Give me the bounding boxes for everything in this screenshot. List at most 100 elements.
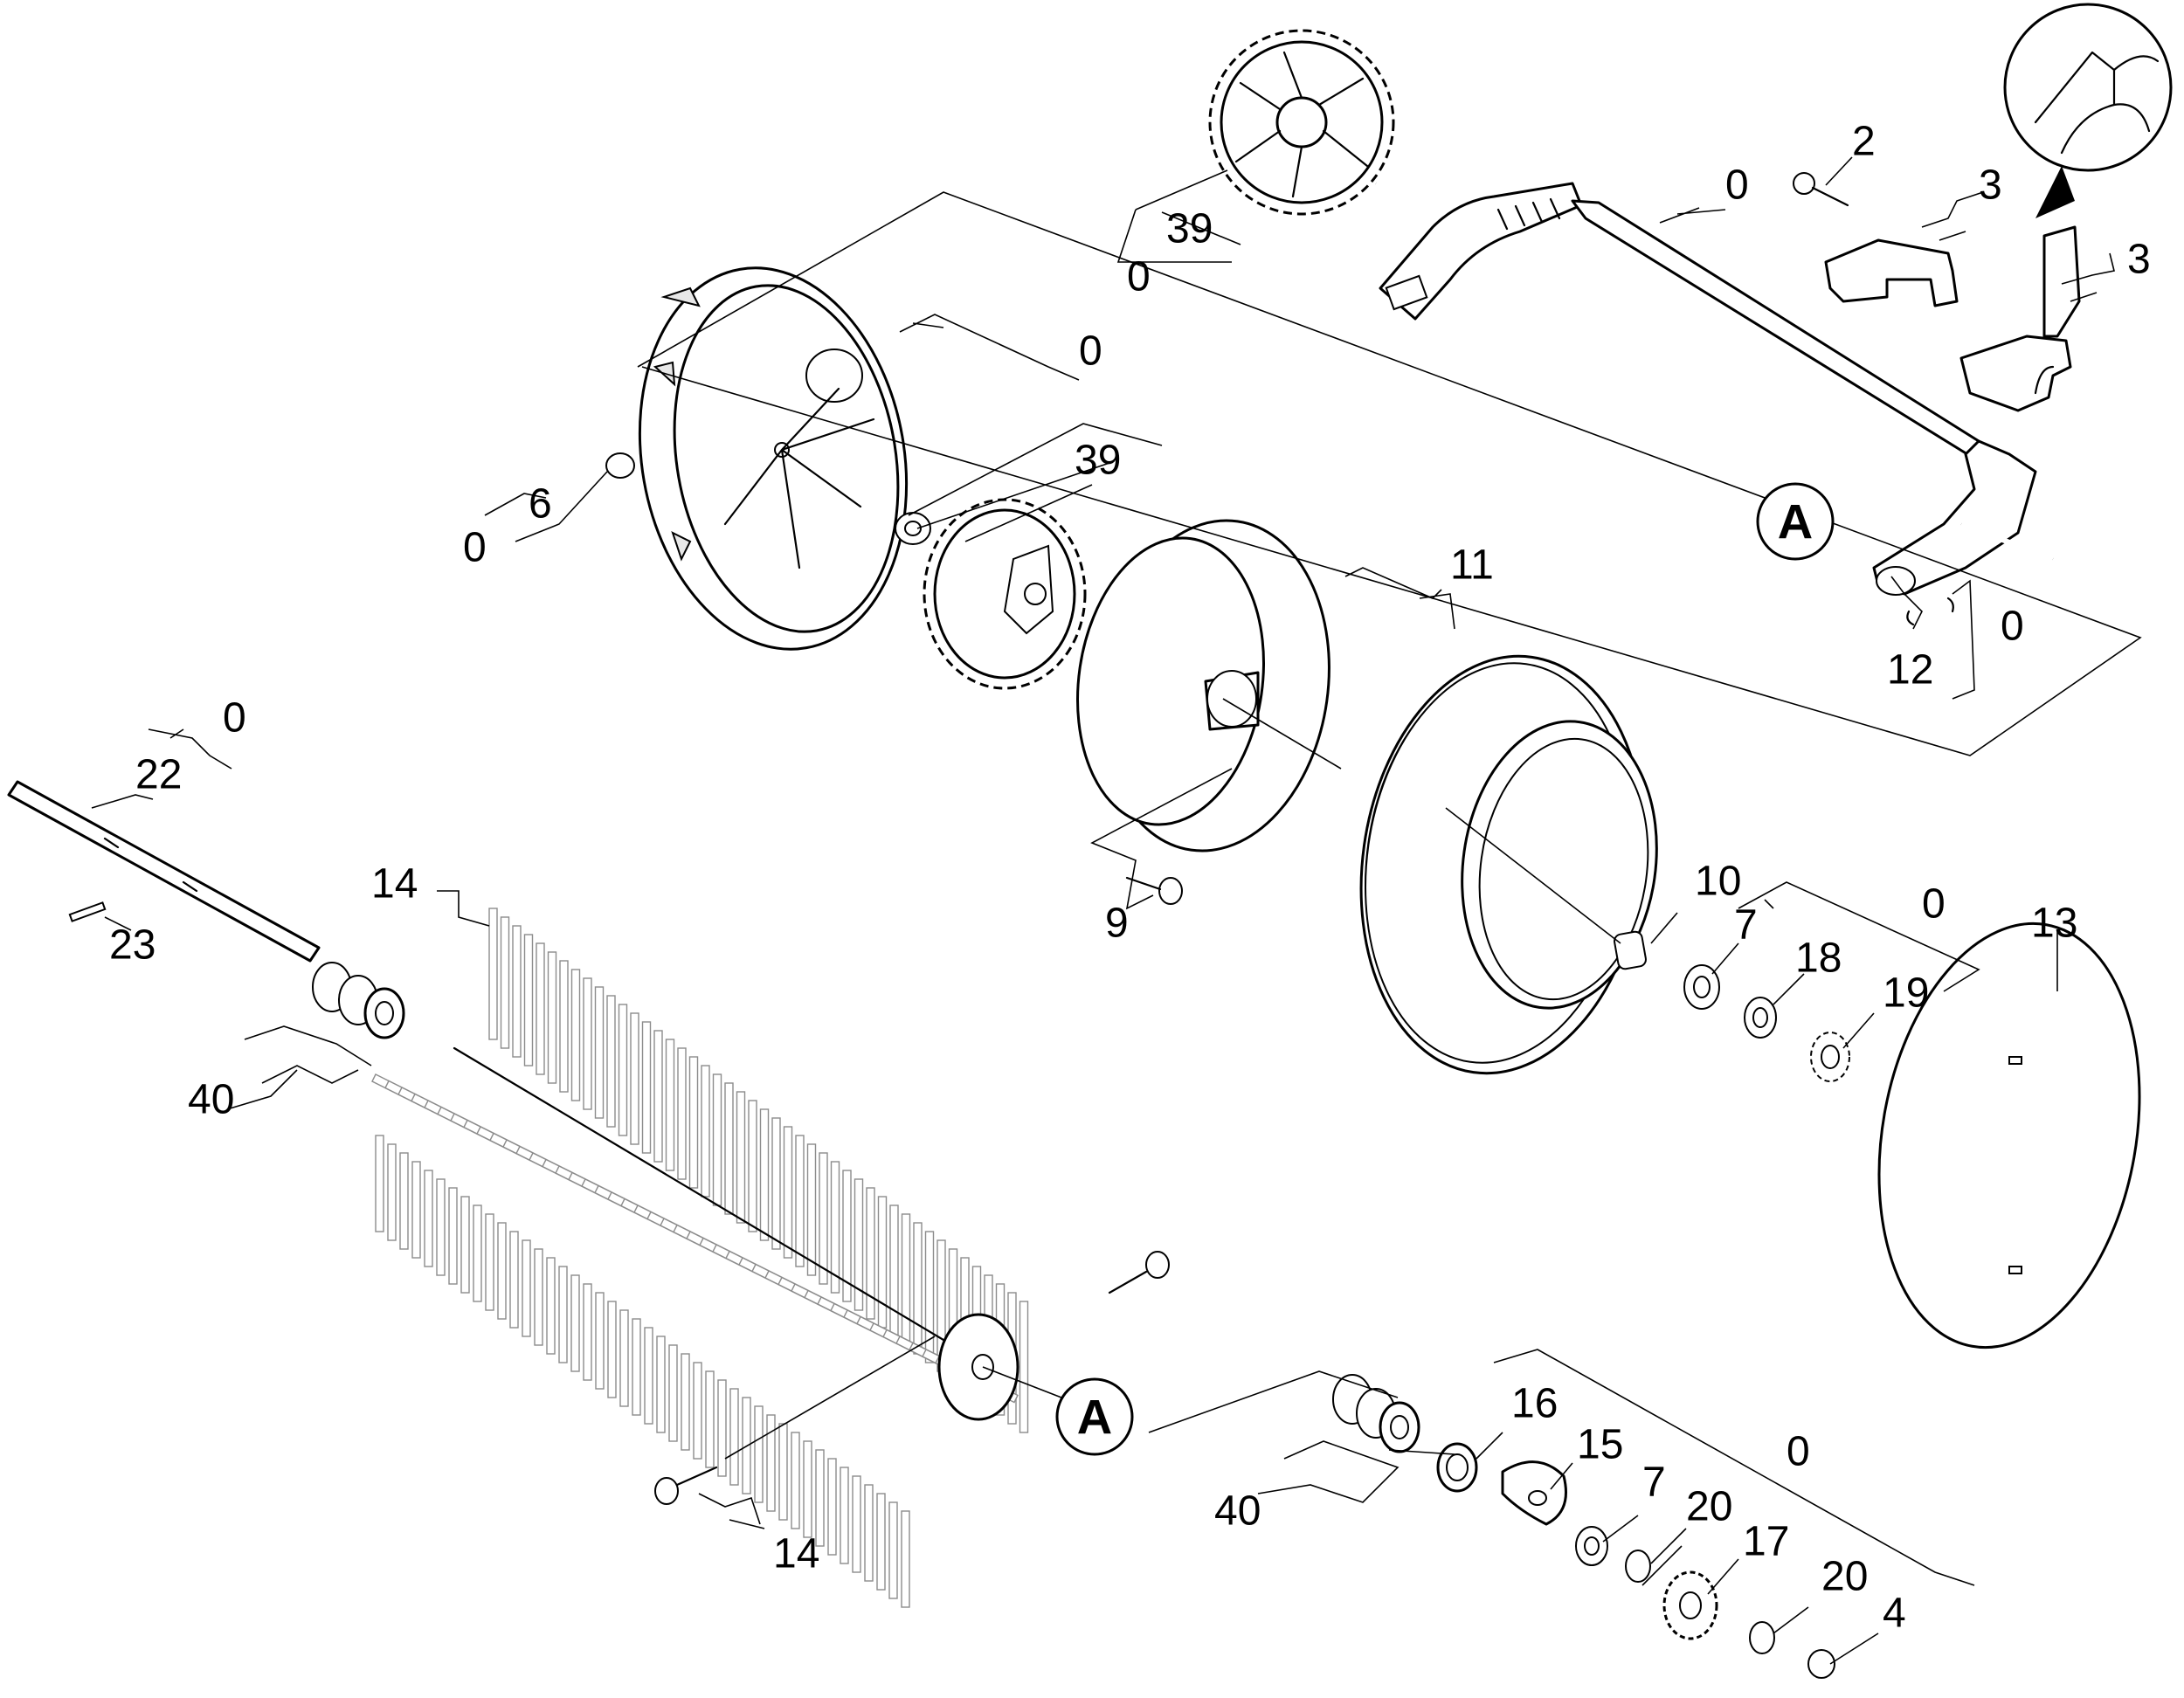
callout-40: 40 <box>188 1077 234 1123</box>
callout-22: 22 <box>135 752 182 798</box>
bristle-tuft <box>815 1449 825 1547</box>
bristle-tuft <box>558 1266 568 1363</box>
wheel-cap <box>1877 921 2141 1349</box>
hub-cover <box>638 266 909 651</box>
washer-7-lower <box>1575 1526 1608 1566</box>
bristle-tuft <box>866 1187 875 1320</box>
callout-3: 3 <box>1979 162 2002 209</box>
callout-7: 7 <box>1734 902 1758 949</box>
bristle-tuft <box>630 1012 639 1145</box>
bristle-tuft <box>644 1327 653 1425</box>
bristle-tuft <box>717 1379 727 1477</box>
bristle-tuft <box>594 986 605 1119</box>
shaft-pin <box>68 901 107 922</box>
callout-4: 4 <box>1883 1591 1906 1637</box>
callout-15: 15 <box>1577 1422 1623 1468</box>
switch-bracket-upper <box>1824 238 1959 307</box>
bristle-tuft <box>523 934 534 1066</box>
detail-inset <box>2003 3 2173 218</box>
wheel-rim <box>1076 519 1330 852</box>
upper-drive-gear <box>1208 29 1395 216</box>
washer-20-a <box>1625 1550 1651 1583</box>
bristle-tuft <box>827 1458 837 1556</box>
bristle-tuft <box>1019 1301 1029 1433</box>
bristle-tuft <box>778 1423 788 1521</box>
tire <box>1359 654 1658 1075</box>
callout-10: 10 <box>1695 859 1741 905</box>
bristle-tuft <box>547 951 557 1084</box>
bristle-tuft <box>783 1126 793 1259</box>
bristle-tuft <box>795 1135 805 1267</box>
bristle-tuft <box>607 1301 617 1398</box>
bristle-tuft <box>619 1309 629 1407</box>
bristle-tuft <box>877 1196 888 1329</box>
callout-39: 39 <box>1075 438 1121 484</box>
callout-20: 20 <box>1686 1484 1732 1530</box>
callout-0: 0 <box>2001 604 2024 650</box>
wheel-washer-18 <box>1744 997 1777 1039</box>
bristle-tuft <box>653 1030 663 1163</box>
bristle-tuft <box>736 1091 746 1224</box>
roller-core <box>453 1046 954 1347</box>
callout-18: 18 <box>1795 935 1842 982</box>
bristle-tuft <box>759 1108 770 1241</box>
hub-washer <box>895 512 931 545</box>
bristle-tuft <box>803 1440 812 1538</box>
bristle-tuft <box>512 925 522 1058</box>
bristle-tuft <box>632 1318 641 1416</box>
bristle-tuft <box>536 942 545 1075</box>
callout-0: 0 <box>1922 881 1946 928</box>
callout-17: 17 <box>1743 1519 1789 1565</box>
bristle-tuft <box>766 1414 776 1512</box>
bristle-tuft <box>583 1283 592 1381</box>
bristle-tuft <box>729 1388 739 1486</box>
callout-0: 0 <box>1127 254 1151 300</box>
bristle-tuft <box>485 1213 494 1311</box>
bristle-tuft <box>618 1004 628 1136</box>
callout-20: 20 <box>1821 1554 1868 1600</box>
callout-16: 16 <box>1511 1381 1558 1427</box>
bristle-tuft <box>888 1501 898 1599</box>
callout-40: 40 <box>1214 1488 1261 1535</box>
bristle-tuft <box>411 1161 421 1259</box>
callout-14: 14 <box>371 861 418 908</box>
hub-bushing <box>605 452 635 479</box>
bristle-tuft <box>668 1344 678 1442</box>
bristle-tuft <box>375 1135 384 1232</box>
bristle-tuft <box>436 1178 446 1276</box>
bristle-tuft <box>665 1039 675 1171</box>
bristle-tuft <box>806 1143 817 1276</box>
bristle-tuft <box>534 1248 543 1346</box>
bristle-tuft <box>500 916 510 1049</box>
bristle-tuft <box>448 1187 458 1285</box>
bristle-tuft <box>488 908 498 1040</box>
callout-12: 12 <box>1887 647 1933 694</box>
bristle-tuft <box>424 1170 433 1267</box>
bristle-tuft <box>876 1493 886 1591</box>
brush-screw-right <box>1108 1251 1170 1294</box>
bristle-tuft <box>681 1353 690 1451</box>
bristle-tuft <box>473 1204 482 1302</box>
callout-11: 11 <box>1450 542 1494 589</box>
bristle-tuft <box>701 1065 710 1198</box>
bristle-tuft <box>546 1257 556 1355</box>
callout-0: 0 <box>1079 328 1102 375</box>
right-bearing-set <box>1332 1374 1420 1453</box>
pinion-17 <box>1662 1570 1718 1640</box>
bristle-tuft <box>712 1073 722 1206</box>
callout-labels: 2 0 3 3 39 0 0 39 6 0 11 0 12 0 22 23 14… <box>109 119 2151 1637</box>
callout-39: 39 <box>1166 206 1213 252</box>
left-bearing-set <box>312 962 405 1039</box>
bristle-tuft <box>559 960 569 1093</box>
bristle-tuft <box>748 1100 757 1232</box>
callout-0: 0 <box>1725 162 1749 209</box>
bristle-tuft <box>819 1152 828 1285</box>
bristle-tuft <box>842 1170 852 1302</box>
callout-2: 2 <box>1852 119 1876 165</box>
cam-plate-15 <box>1501 1460 1567 1526</box>
rim-screw <box>1125 876 1183 905</box>
bristle-tuft <box>570 1274 580 1372</box>
bristle-tuft <box>606 995 616 1128</box>
marker-A-lower: A <box>1055 1377 1134 1456</box>
